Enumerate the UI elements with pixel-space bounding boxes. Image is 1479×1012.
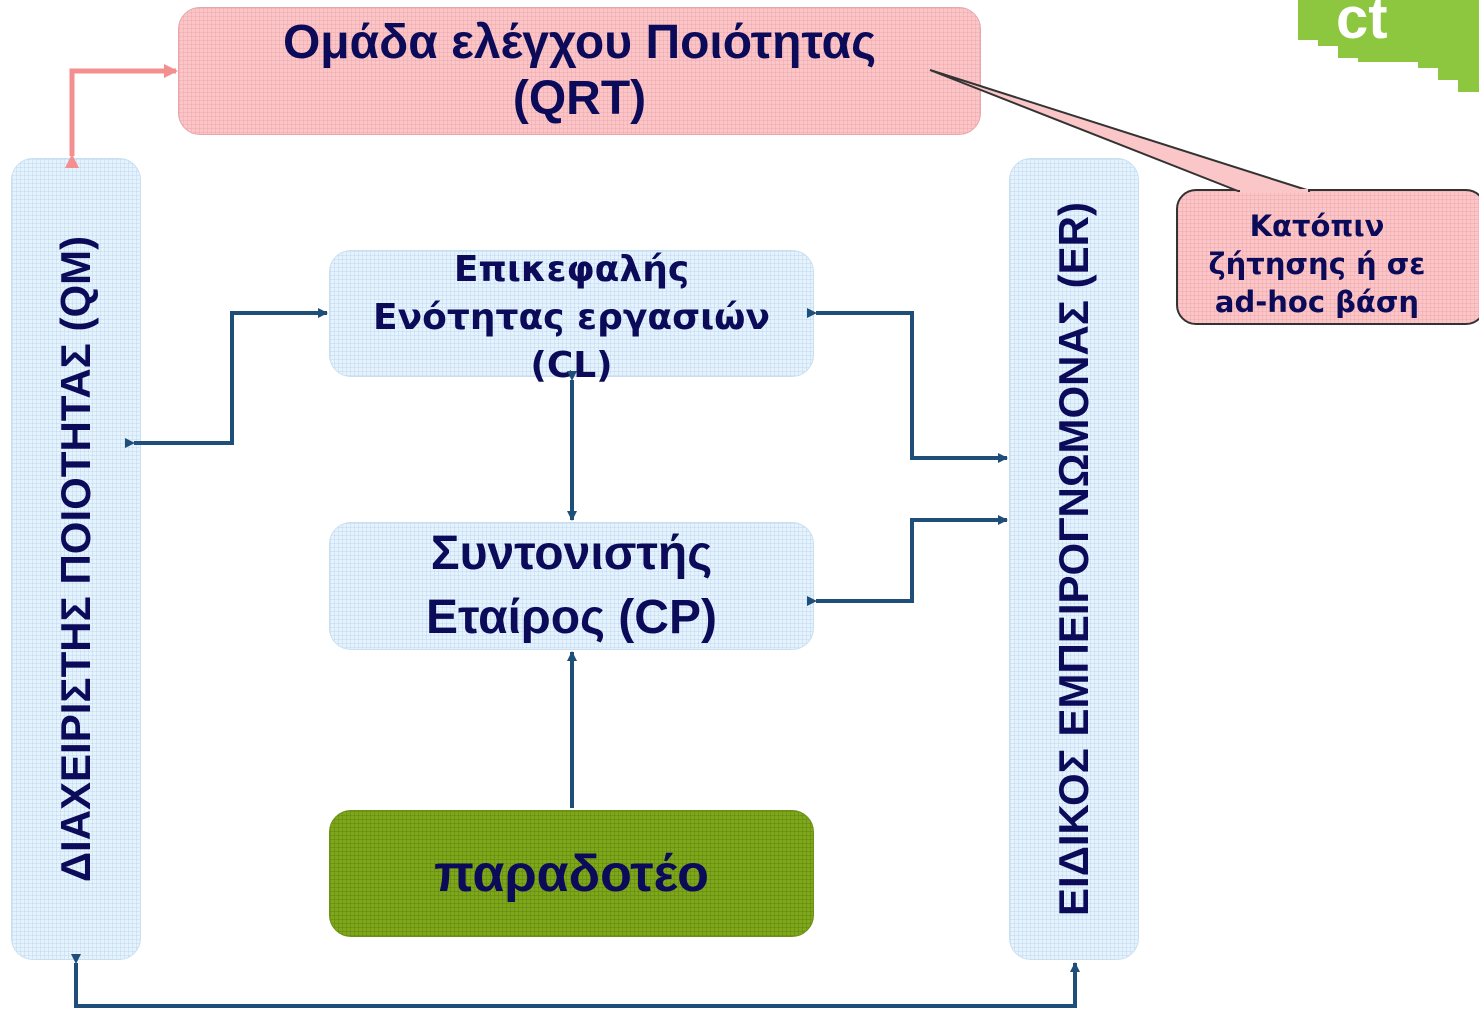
deliverable-label: παραδοτέο (434, 844, 709, 903)
cl-line1: Επικεφαλής (453, 248, 690, 290)
callout-line1: Κατόπιν (1249, 209, 1385, 243)
callout-line3: ad-hoc βάση (1214, 285, 1420, 319)
qrt-box: Ομάδα ελέγχου Ποιότητας (QRT) (178, 7, 981, 135)
er-box: ΕΙΔΙΚΟΣ ΕΜΠΕΙΡΟΓΝΩΜΟΝΑΣ (ER) (1009, 158, 1139, 960)
qrt-title-line2: (QRT) (512, 72, 647, 125)
callout-pointer (929, 69, 1311, 192)
cp-line2: Εταίρος (CP) (426, 591, 717, 644)
ct-logo: ct (1298, 0, 1479, 92)
cp-line1: Συντονιστής (430, 527, 713, 580)
cp-box: Συντονιστής Εταίρος (CP) (329, 522, 814, 650)
callout-line2: ζήτησης ή σε (1208, 247, 1426, 281)
qm-er-connector (71, 954, 1080, 1008)
logo-text: ct (1336, 0, 1388, 51)
cl-er-connector (807, 308, 1008, 463)
qrt-title-line1: Ομάδα ελέγχου Ποιότητας (282, 16, 877, 69)
qm-cl-connector (125, 308, 328, 448)
qm-qrt-connector (65, 64, 178, 168)
cp-er-connector (807, 515, 1008, 606)
qm-box: ΔΙΑΧΕΙΡΙΣΤΗΣ ΠΟΙΟΤΗΤΑΣ (QM) (11, 158, 141, 960)
cl-line2: Ενότητας εργασιών (373, 296, 770, 338)
cl-box: Επικεφαλής Ενότητας εργασιών (CL) (329, 249, 814, 386)
callout-box: Κατόπιν ζήτησης ή σε ad-hoc βάση (1176, 189, 1479, 325)
deliverable-box: παραδοτέο (329, 810, 814, 937)
